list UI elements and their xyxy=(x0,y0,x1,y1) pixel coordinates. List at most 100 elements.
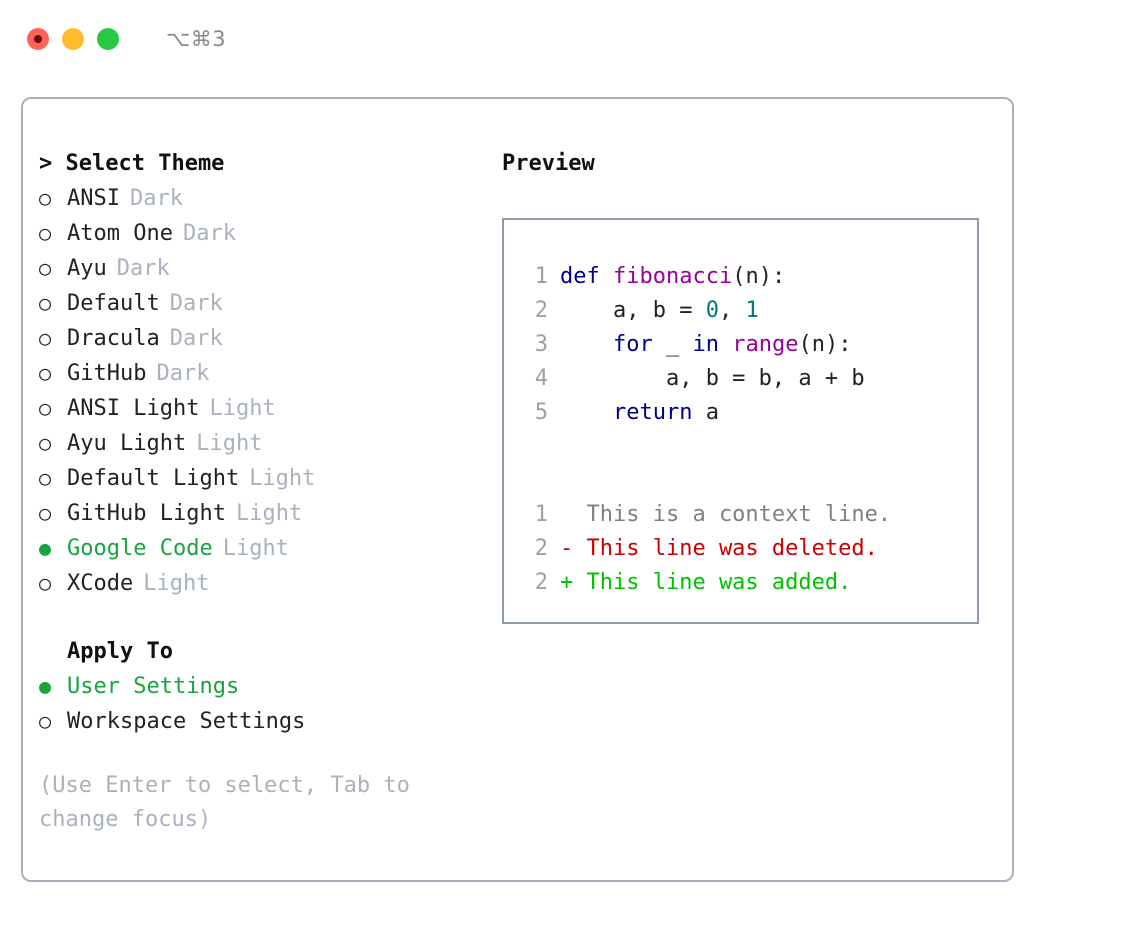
theme-item-tag: Light xyxy=(235,501,303,526)
theme-item-label: XCode xyxy=(67,571,134,596)
code-token: a, b = xyxy=(560,298,706,323)
code-token: , xyxy=(718,298,746,323)
radio-unselected-icon: ○ xyxy=(39,466,52,490)
radio-unselected-icon: ○ xyxy=(39,326,52,350)
code-token xyxy=(560,400,613,425)
code-line-content: for _ in range(n): xyxy=(560,328,851,362)
line-number: 4 xyxy=(534,366,548,391)
theme-item-0[interactable]: ○ ANSI Dark xyxy=(39,181,499,216)
code-token: range xyxy=(732,332,799,357)
apply-to-heading: Apply To xyxy=(67,639,173,664)
code-token: (n): xyxy=(798,332,852,357)
code-token: (n): xyxy=(732,264,786,289)
theme-item-tag: Dark xyxy=(169,326,223,351)
theme-item-8[interactable]: ○ Default Light Light xyxy=(39,461,499,496)
diff-line-number: 2 xyxy=(534,536,548,561)
theme-item-tag: Dark xyxy=(169,291,223,316)
radio-unselected-icon: ○ xyxy=(39,291,52,315)
code-diff-spacer-2 xyxy=(504,464,977,498)
maximize-button[interactable] xyxy=(97,28,119,50)
diff-line-content: - This line was deleted. xyxy=(560,536,878,561)
theme-item-tag: Light xyxy=(249,466,316,491)
radio-selected-icon: ● xyxy=(39,536,52,560)
theme-item-10[interactable]: ● Google Code Light xyxy=(39,531,499,566)
diff-line: 2 - This line was deleted. xyxy=(504,532,977,566)
theme-item-label: ANSI xyxy=(67,186,120,211)
code-token: a, b = b, a + b xyxy=(560,366,865,391)
code-token: return xyxy=(612,400,693,425)
apply-to-list: ●User Settings ○ Workspace Settings xyxy=(39,669,499,739)
theme-item-tag: Light xyxy=(143,571,210,596)
code-token: _ xyxy=(652,332,693,357)
theme-item-label: Atom One xyxy=(67,221,173,246)
theme-item-tag: Dark xyxy=(156,361,210,386)
apply-to-item-label: Workspace Settings xyxy=(67,709,306,734)
code-line-content: return a xyxy=(560,396,719,430)
list-spacer xyxy=(39,601,499,635)
code-token: for xyxy=(612,332,653,357)
theme-item-6[interactable]: ○ ANSI Light Light xyxy=(39,391,499,426)
apply-to-item-1[interactable]: ○ Workspace Settings xyxy=(39,704,499,739)
radio-unselected-icon: ○ xyxy=(39,571,52,595)
line-number: 1 xyxy=(534,264,548,289)
traffic-light-group xyxy=(27,28,119,50)
code-token xyxy=(560,332,613,357)
preview-heading: Preview xyxy=(502,151,595,176)
code-line-content: a, b = 0, 1 xyxy=(560,294,759,328)
theme-item-tag: Light xyxy=(209,396,276,421)
close-button[interactable] xyxy=(27,28,49,50)
line-number: 5 xyxy=(534,400,548,425)
radio-unselected-icon: ○ xyxy=(39,501,52,525)
radio-unselected-icon: ○ xyxy=(39,396,52,420)
code-token: def xyxy=(560,264,613,289)
theme-item-label: GitHub xyxy=(67,361,147,386)
radio-unselected-icon: ○ xyxy=(39,709,52,733)
theme-item-tag: Dark xyxy=(129,186,183,211)
theme-item-5[interactable]: ○ GitHub Dark xyxy=(39,356,499,391)
theme-item-tag: Light xyxy=(222,536,289,561)
code-token xyxy=(719,332,732,357)
theme-item-label: Ayu Light xyxy=(67,431,187,456)
theme-item-7[interactable]: ○ Ayu Light Light xyxy=(39,426,499,461)
title-bar: ⌥⌘3 xyxy=(0,0,1140,78)
diff-line-content: This is a context line. xyxy=(560,502,892,527)
diff-sample: 1 This is a context line. 2 - This line wa… xyxy=(504,498,977,600)
theme-item-11[interactable]: ○ XCode Light xyxy=(39,566,499,601)
radio-unselected-icon: ○ xyxy=(39,431,52,455)
code-token: a xyxy=(692,400,719,425)
apply-to-item-0[interactable]: ●User Settings xyxy=(39,669,499,704)
theme-item-label: Google Code xyxy=(67,536,213,561)
radio-unselected-icon: ○ xyxy=(39,186,52,210)
theme-item-label: Default Light xyxy=(67,466,240,491)
code-token: in xyxy=(692,332,719,357)
code-line-content: def fibonacci(n): xyxy=(560,260,785,294)
code-line: 2 a, b = 0, 1 xyxy=(504,294,977,328)
theme-item-tag: Dark xyxy=(182,221,236,246)
code-line: 4 a, b = b, a + b xyxy=(504,362,977,396)
code-line-content: a, b = b, a + b xyxy=(560,362,865,396)
theme-item-tag: Light xyxy=(196,431,263,456)
minimize-button[interactable] xyxy=(62,28,84,50)
code-diff-spacer xyxy=(504,430,977,464)
code-token: fibonacci xyxy=(612,264,733,289)
diff-line-number: 1 xyxy=(534,502,548,527)
radio-selected-icon: ● xyxy=(39,674,52,698)
theme-item-label: ANSI Light xyxy=(67,396,200,421)
titlebar-shortcut-label: ⌥⌘3 xyxy=(166,27,227,51)
diff-line: 2+ This line was added. xyxy=(504,566,977,600)
page-title: > Select Theme xyxy=(39,151,225,176)
diff-line-content: + This line was added. xyxy=(560,570,852,595)
radio-unselected-icon: ○ xyxy=(39,361,52,385)
code-line: 1 def fibonacci(n): xyxy=(504,260,977,294)
line-number: 2 xyxy=(534,298,548,323)
